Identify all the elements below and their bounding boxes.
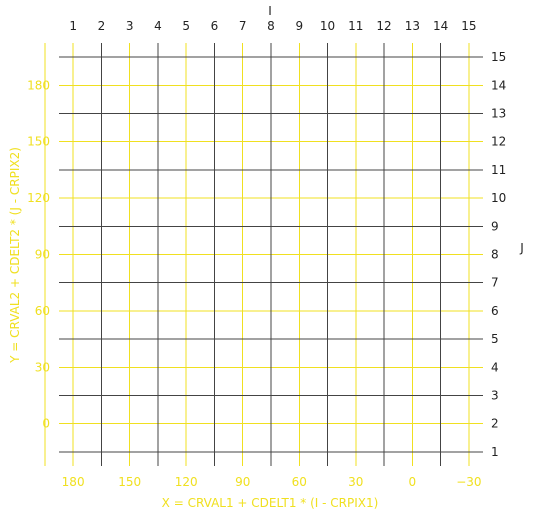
j-tick-label: 8	[491, 248, 499, 262]
x-tick-label: 150	[118, 475, 141, 489]
y-axis-label: Y = CRVAL2 + CDELT2 * (J - CRPIX2)	[8, 147, 22, 364]
i-tick-label: 6	[211, 19, 219, 33]
j-tick-label: 13	[491, 107, 506, 121]
j-tick-label: 9	[491, 219, 499, 233]
y-tick-label: 120	[27, 191, 50, 205]
j-tick-label: 14	[491, 78, 506, 92]
i-tick-label: 15	[461, 19, 476, 33]
i-tick-label: 12	[376, 19, 391, 33]
j-tick-label: 5	[491, 332, 499, 346]
j-axis-label: J	[519, 241, 524, 255]
j-tick-label: 4	[491, 360, 499, 374]
i-tick-label: 9	[295, 19, 303, 33]
j-tick-label: 15	[491, 50, 506, 64]
x-tick-label: 120	[175, 475, 198, 489]
y-tick-label: 0	[42, 417, 50, 431]
x-tick-label: 60	[292, 475, 307, 489]
i-tick-label: 11	[348, 19, 363, 33]
i-tick-label: 4	[154, 19, 162, 33]
i-tick-label: 13	[405, 19, 420, 33]
x-axis-label: X = CRVAL1 + CDELT1 * (I - CRPIX1)	[162, 496, 379, 510]
x-tick-label: −30	[456, 475, 481, 489]
y-tick-label: 180	[27, 78, 50, 92]
x-tick-label: 0	[409, 475, 417, 489]
y-tick-label: 30	[35, 360, 50, 374]
i-tick-label: 3	[126, 19, 134, 33]
j-tick-label: 2	[491, 417, 499, 431]
i-tick-label: 7	[239, 19, 247, 33]
j-tick-label: 1	[491, 445, 499, 459]
i-tick-label: 1	[69, 19, 77, 33]
i-axis-label: I	[268, 4, 272, 18]
j-tick-label: 12	[491, 135, 506, 149]
j-tick-label: 7	[491, 276, 499, 290]
i-tick-label: 8	[267, 19, 275, 33]
grid-lines	[44, 43, 483, 466]
j-tick-label: 3	[491, 389, 499, 403]
i-tick-label: 14	[433, 19, 448, 33]
x-tick-label: 90	[235, 475, 250, 489]
j-tick-label: 6	[491, 304, 499, 318]
y-tick-label: 60	[35, 304, 50, 318]
y-tick-label: 90	[35, 248, 50, 262]
i-tick-label: 10	[320, 19, 335, 33]
j-tick-label: 11	[491, 163, 506, 177]
j-tick-label: 10	[491, 191, 506, 205]
y-tick-label: 150	[27, 135, 50, 149]
x-tick-label: 30	[348, 475, 363, 489]
i-tick-label: 2	[98, 19, 106, 33]
i-tick-label: 5	[182, 19, 190, 33]
x-tick-label: 180	[62, 475, 85, 489]
